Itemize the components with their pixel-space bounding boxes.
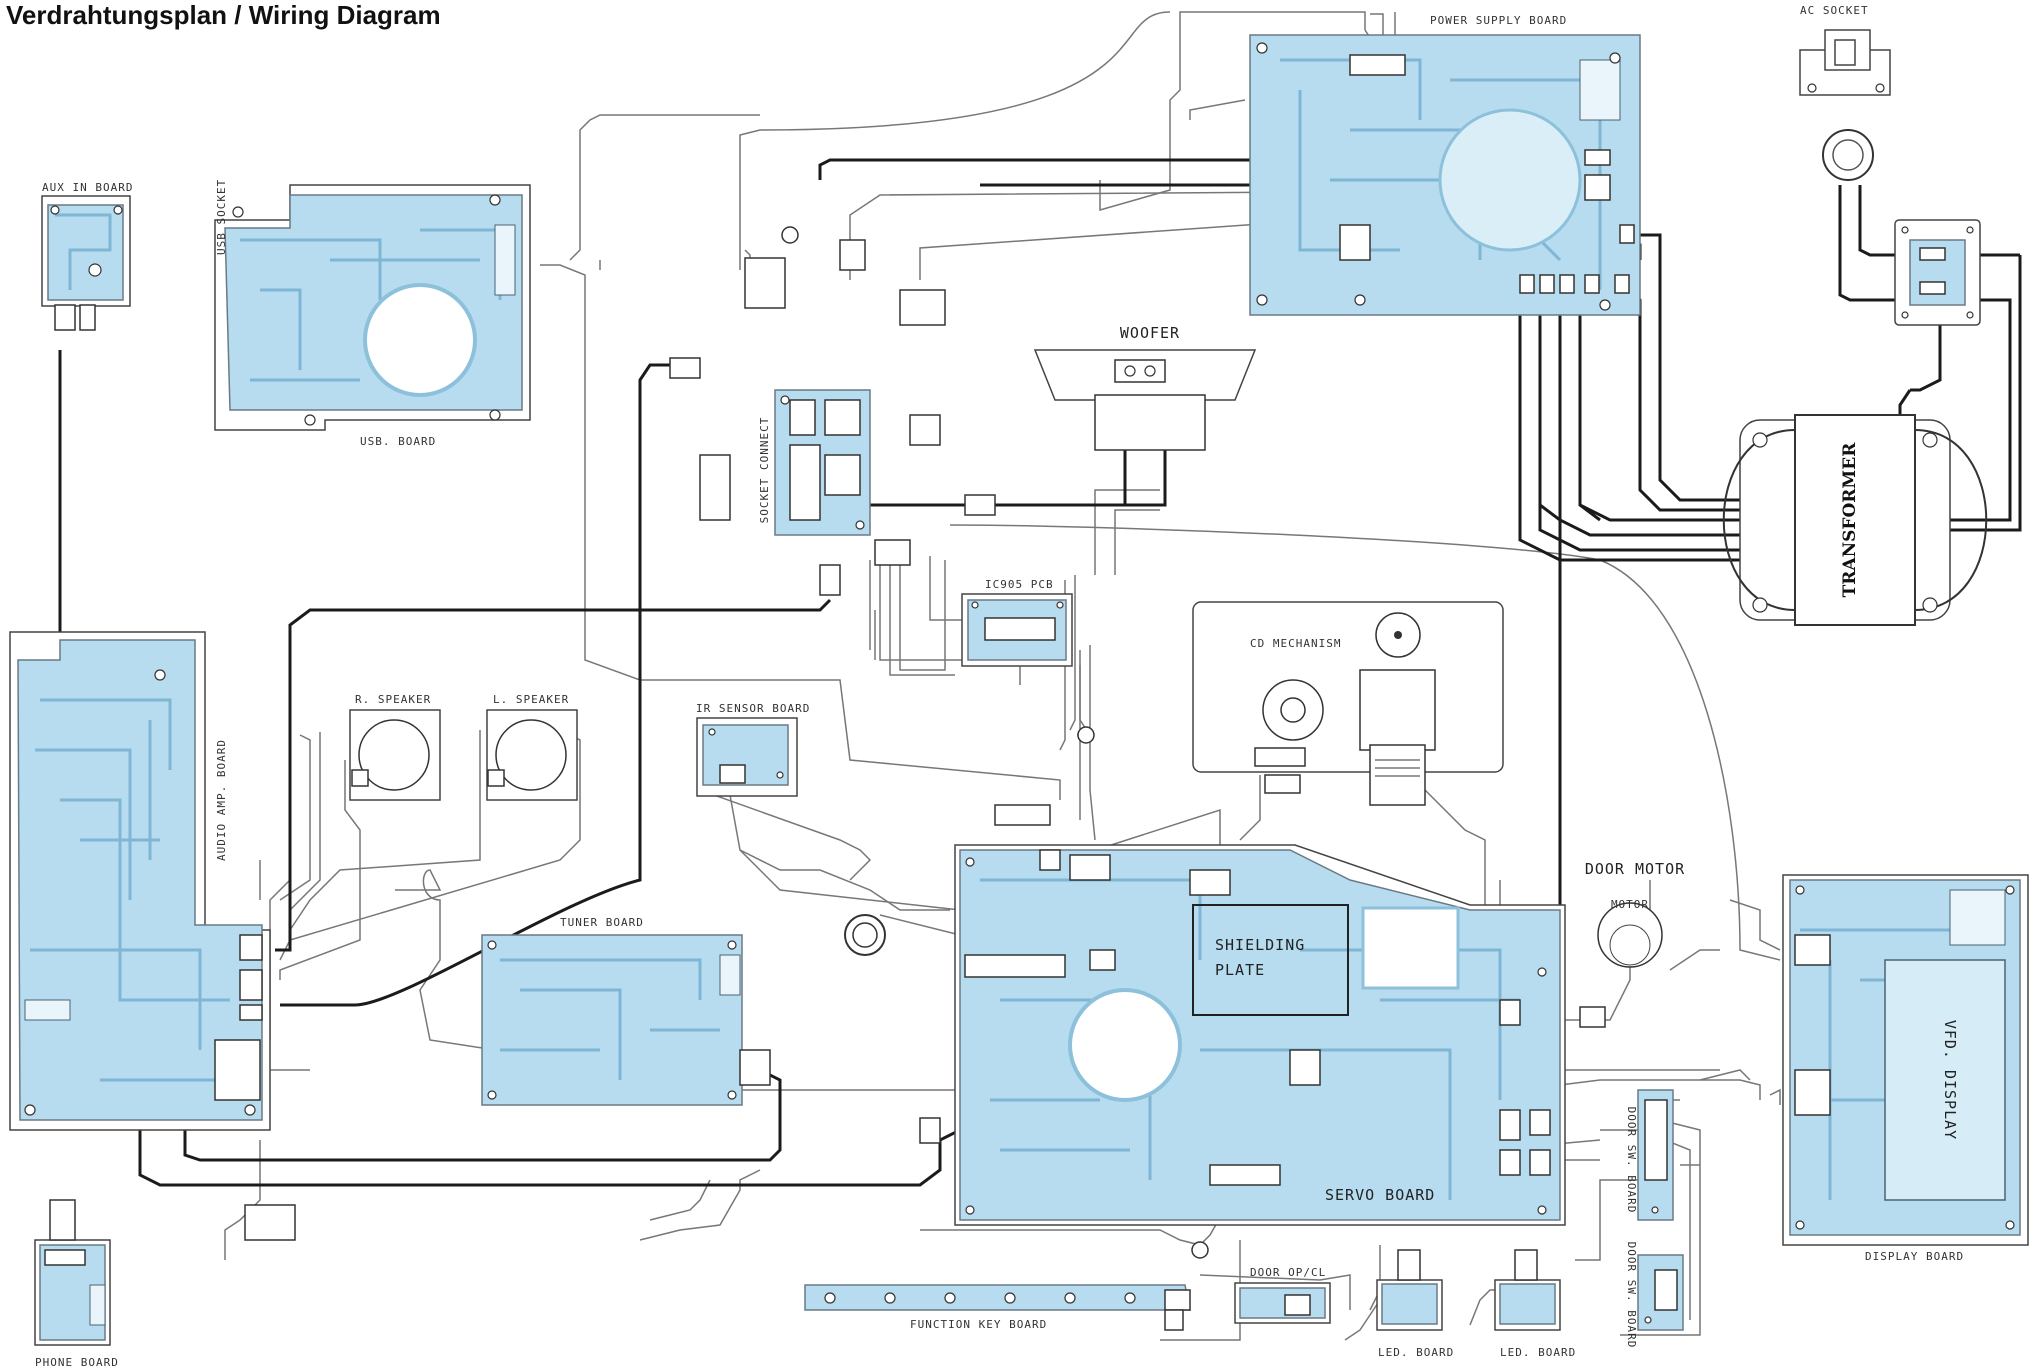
led-board-2-label: LED. BOARD <box>1500 1346 1576 1359</box>
socket-connect-board <box>774 389 871 536</box>
audio-amp-board-label: AUDIO AMP. BOARD <box>215 739 228 861</box>
servo-top-plug <box>994 804 1051 826</box>
motor-label: MOTOR <box>1611 898 1649 911</box>
cable-plug-left <box>699 454 731 521</box>
socket-connect-plug <box>744 257 786 309</box>
display-board-label: DISPLAY BOARD <box>1865 1250 1964 1263</box>
ribbon-ferrite <box>1191 1241 1209 1259</box>
ac-socket-label: AC SOCKET <box>1800 4 1869 17</box>
door-op-cl-label: DOOR OP/CL <box>1250 1266 1326 1279</box>
vfd-display-label: VFD. DISPLAY <box>1941 1020 1959 1140</box>
servo-board <box>954 844 1566 1226</box>
cd-mechanism-label: CD MECHANISM <box>1250 637 1341 650</box>
door-sw-board-1-label: DOOR SW. BOARD <box>1625 1107 1638 1214</box>
usb-socket-label: USB SOCKET <box>215 179 228 255</box>
small-plug-top <box>669 357 701 379</box>
r-speaker <box>349 709 441 801</box>
fuse-plug <box>839 239 866 271</box>
display-board: VFD. DISPLAY <box>1782 874 2029 1246</box>
door-op-cl-board <box>1234 1282 1331 1324</box>
door-sw-board-2-label: DOOR SW. BOARD <box>1625 1242 1638 1349</box>
diagram-title: Verdrahtungsplan / Wiring Diagram <box>6 0 441 30</box>
fuse-ferrite <box>781 226 799 244</box>
door-motor-label: DOOR MOTOR <box>1585 860 1685 878</box>
shielding-plate: SHIELDING PLATE <box>1192 904 1349 1016</box>
l-speaker-label: L. SPEAKER <box>493 693 569 706</box>
transformer: TRANSFORMER <box>1722 414 1988 626</box>
function-key-board <box>804 1284 1191 1331</box>
aux-in-board <box>41 195 131 331</box>
ic905-pcb <box>961 593 1073 667</box>
socket-connect-label: SOCKET CONNECT <box>758 417 771 524</box>
door-sw-board-2 <box>1637 1254 1684 1331</box>
shielding-plate-label-2: PLATE <box>1215 961 1265 979</box>
power-supply-board-label: POWER SUPPLY BOARD <box>1430 14 1567 27</box>
cd-mechanism <box>1192 601 1504 806</box>
usb-board-label: USB. BOARD <box>360 435 436 448</box>
l-speaker <box>486 709 578 801</box>
woofer-plug-2 <box>964 494 996 516</box>
servo-left-plug <box>919 1117 941 1144</box>
servo-right-plug-1 <box>1529 1109 1551 1136</box>
servo-right-plug-2 <box>1529 1149 1551 1176</box>
phone-board-label: PHONE BOARD <box>35 1356 119 1369</box>
led-board-1 <box>1376 1249 1443 1331</box>
woofer <box>1033 349 1257 451</box>
tuner-board-label: TUNER BOARD <box>560 916 644 929</box>
shielding-plate-label-1: SHIELDING <box>1215 936 1305 954</box>
r-speaker-label: R. SPEAKER <box>355 693 431 706</box>
audio-amp-board <box>9 631 271 1131</box>
woofer-label: WOOFER <box>1120 324 1180 342</box>
function-key-board-label: FUNCTION KEY BOARD <box>910 1318 1047 1331</box>
phone-board <box>34 1199 111 1346</box>
aux-in-board-label: AUX IN BOARD <box>42 181 133 194</box>
servo-board-label: SERVO BOARD <box>1325 1186 1435 1204</box>
led-board-1-label: LED. BOARD <box>1378 1346 1454 1359</box>
door-motor: MOTOR <box>1579 898 1663 1028</box>
ir-sensor-board <box>696 717 798 797</box>
woofer-plug <box>909 414 941 446</box>
servo-square-plug <box>1039 849 1061 871</box>
led-board-2 <box>1494 1249 1561 1331</box>
ac-terminal-block <box>1894 219 1981 326</box>
door-sw-board-1 <box>1637 1089 1674 1221</box>
amp-ribbon-plug <box>244 1204 296 1241</box>
tuner-board <box>481 934 771 1106</box>
ac-socket <box>1799 29 1891 181</box>
ps-plug <box>899 289 946 326</box>
small-plug-mid <box>819 564 841 596</box>
transformer-label: TRANSFORMER <box>1840 442 1860 598</box>
ribbon-plug <box>874 539 911 566</box>
ic905-pcb-label: IC905 PCB <box>985 578 1054 591</box>
ir-sensor-board-label: IR SENSOR BOARD <box>696 702 810 715</box>
power-supply-board <box>1249 34 1641 316</box>
usb-board: USB SOCKET <box>214 179 531 431</box>
